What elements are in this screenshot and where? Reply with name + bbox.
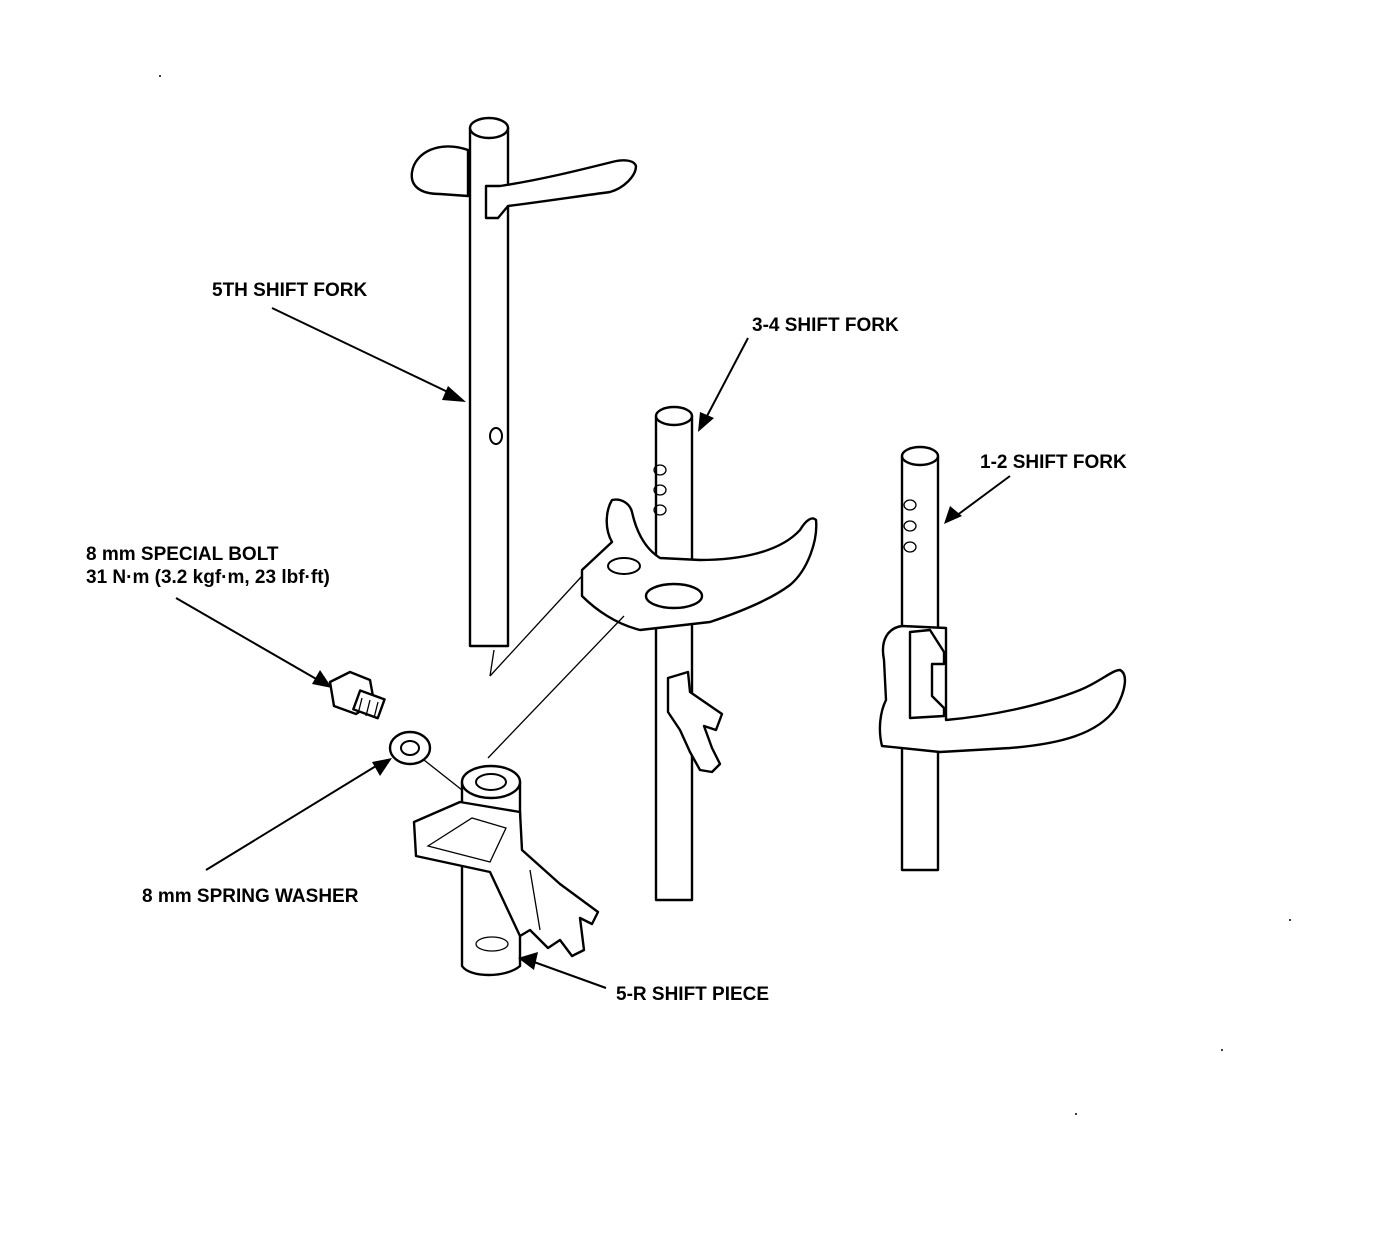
label-one-two-shift-fork: 1-2 SHIFT FORK (980, 452, 1127, 473)
label-fifth-shift-fork: 5TH SHIFT FORK (212, 280, 368, 301)
scan-noise (159, 75, 1291, 1115)
one-two-shift-fork-part (878, 445, 1127, 872)
leader-fifth-shift-fork (271, 307, 466, 402)
label-bolt-torque: 31 N·m (3.2 kgf·m, 23 lbf·ft) (86, 567, 330, 588)
spring-washer-part (388, 730, 432, 766)
alignment-lines (423, 575, 625, 791)
three-four-shift-fork-part (580, 405, 818, 902)
leader-special-bolt (175, 597, 332, 688)
leader-five-r-shift-piece (518, 952, 607, 989)
leader-spring-washer (205, 758, 392, 871)
label-three-four-shift-fork: 3-4 SHIFT FORK (752, 315, 899, 336)
label-five-r-shift-piece: 5-R SHIFT PIECE (616, 984, 770, 1005)
five-r-shift-piece-part (412, 764, 600, 977)
fifth-shift-fork-part (410, 116, 638, 677)
leader-one-two-shift-fork (944, 475, 1011, 524)
label-special-bolt: 8 mm SPECIAL BOLT (86, 544, 279, 565)
label-spring-washer: 8 mm SPRING WASHER (142, 886, 359, 907)
leader-three-four-shift-fork (698, 337, 749, 432)
special-bolt-part (328, 670, 386, 720)
